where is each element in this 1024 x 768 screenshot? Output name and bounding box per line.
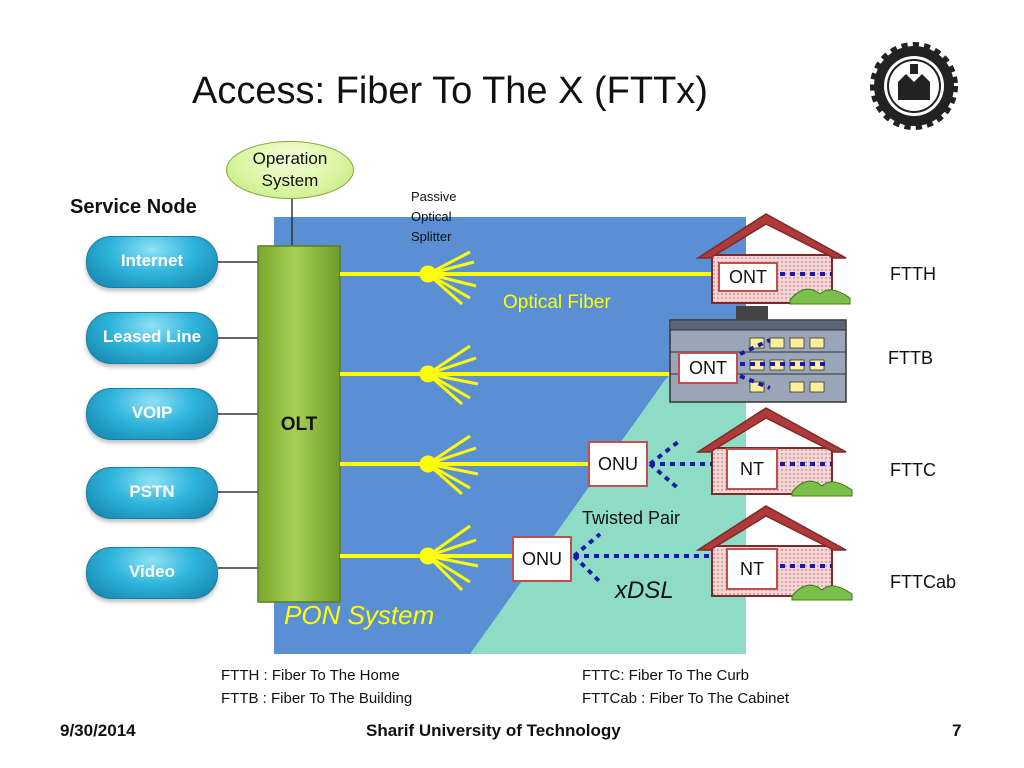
legend-fttb: FTTB : Fiber To The Building [221,690,413,707]
nt-fttc-label: NT [740,459,764,479]
splitter-4 [419,524,479,592]
service-video-label: Video [129,562,175,581]
legend-right: FTTC: Fiber To The Curb FTTCab : Fiber T… [582,664,789,710]
ont-ftth-label: ONT [729,267,767,287]
footer-institution: Sharif University of Technology [366,721,621,740]
olt-label: OLT [280,414,318,435]
footer-date: 9/30/2014 [60,721,136,740]
copper-lines [572,272,832,584]
footer-page-number: 7 [952,721,962,740]
ont-ftth: ONT [718,262,778,292]
splitter-1 [419,250,477,306]
fttcab-label: FTTCab [890,572,957,592]
onu-fttcab: ONU [512,536,572,582]
service-node-label: Service Node [70,196,197,218]
nt-fttcab-label: NT [740,559,764,579]
pon-system-label: PON System [284,600,435,630]
splitter-2 [419,344,479,406]
ont-fttb: ONT [678,352,738,384]
splitters [419,250,479,592]
onu-fttc-label: ONU [598,454,638,474]
service-video: Video [86,547,218,599]
olt-box [257,245,341,603]
slide-title: Access: Fiber To The X (FTTx) [192,70,708,112]
university-logo [870,42,958,130]
ont-fttb-label: ONT [689,358,727,378]
ftth-label: FTTH [890,264,936,284]
twisted-pair-label: Twisted Pair [582,508,681,528]
legend-ftth: FTTH : Fiber To The Home [221,667,400,684]
service-voip: VOIP [86,388,218,440]
onu-fttc: ONU [588,441,648,487]
operation-system-node: Operation System [226,141,354,199]
onu-fttcab-label: ONU [522,549,562,569]
nt-fttc: NT [726,448,778,490]
service-leased-line: Leased Line [86,312,218,364]
service-pstn: PSTN [86,467,218,519]
optical-fiber-label: Optical Fiber [503,292,611,313]
fttb-label: FTTB [888,348,933,368]
fttc-label: FTTC [890,460,936,480]
legend-left: FTTH : Fiber To The Home FTTB : Fiber To… [221,664,412,710]
service-links [218,261,258,569]
splitter-label: Passive Optical Splitter [411,189,457,244]
service-leased-line-label: Leased Line [102,327,202,346]
service-voip-label: VOIP [131,403,173,422]
service-internet: Internet [86,236,218,288]
legend-fttcab: FTTCab : Fiber To The Cabinet [582,690,790,707]
service-internet-label: Internet [120,251,184,270]
operation-system-label: Operation System [252,149,328,190]
legend-fttc: FTTC: Fiber To The Curb [582,667,749,684]
splitter-3 [419,434,479,496]
xdsl-label: xDSL [615,577,674,604]
nt-fttcab: NT [726,548,778,590]
service-pstn-label: PSTN [129,482,175,501]
